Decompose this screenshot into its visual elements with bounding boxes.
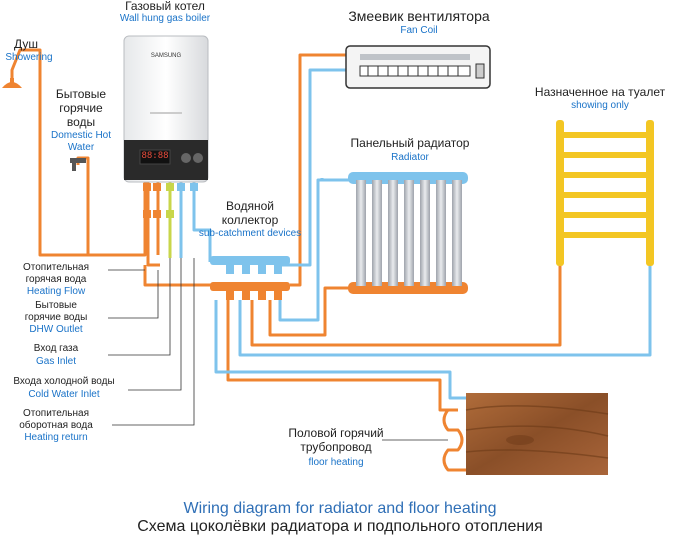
legend-dhw-ru-1: Бытовые	[35, 300, 77, 311]
legend-return-ru-2: оборотная вода	[19, 420, 93, 431]
boiler-knob-right[interactable]	[193, 153, 203, 163]
floor-title-en: floor heating	[308, 457, 364, 468]
radiator-return	[278, 178, 350, 322]
heating-flow-main	[143, 265, 215, 287]
pipe-network	[10, 48, 652, 472]
dhw-title-ru-2: горячие	[59, 101, 103, 115]
fancoil-supply	[290, 53, 350, 287]
floor-loops	[442, 408, 466, 472]
legend-dhw-en: DHW Outlet	[29, 324, 83, 335]
radiator-supply	[268, 286, 350, 337]
shower-title-en: Showering	[5, 52, 53, 63]
gas-boiler	[123, 35, 209, 183]
towel-title-ru: Назначенное на туалет	[534, 85, 666, 99]
legend-cold-ru-1: Входа холодной воды	[13, 376, 115, 387]
legend-cold-en: Cold Water Inlet	[28, 389, 100, 400]
boiler-title-en: Wall hung gas boiler	[119, 13, 211, 24]
legend-gas-en: Gas Inlet	[35, 356, 77, 367]
shower-title-ru: Душ	[13, 37, 39, 51]
manifold-title-ru-1: Водяной	[226, 199, 274, 213]
fan-coil-unit	[345, 45, 491, 89]
dhw-title-ru-3: воды	[66, 115, 96, 129]
legend-return-ru-1: Отопительная	[22, 408, 90, 419]
floor-return	[214, 300, 460, 400]
boiler-display-text: 88:88	[141, 151, 169, 161]
caption-ru: Схема цоколёвки радиатора и подпольного …	[137, 518, 543, 535]
boiler-knob-left[interactable]	[181, 153, 191, 163]
boiler-outlet-1	[146, 180, 160, 267]
shower-head	[2, 78, 22, 88]
dhw-title-ru-1: Бытовые	[55, 87, 107, 101]
boiler-title-ru: Газовый котел	[125, 0, 205, 13]
water-manifold	[210, 256, 290, 300]
towel-title-en: showing only	[571, 100, 629, 111]
manifold-title-en: sub-catchment devices	[198, 228, 302, 239]
legend-heating-flow-ru-1: Отопительная	[22, 262, 90, 273]
manifold-title-ru-2: коллектор	[221, 213, 279, 227]
towel-supply	[250, 265, 562, 347]
legend-gas-ru-1: Вход газа	[33, 343, 79, 354]
legend-heating-flow-en: Heating Flow	[26, 286, 86, 297]
dhw-title-en-1: Domestic Hot	[50, 130, 111, 141]
fancoil-return	[280, 68, 348, 267]
towel-return	[238, 265, 652, 357]
dhw-tap-pipe	[76, 156, 90, 255]
panel-radiator	[348, 172, 468, 294]
radiator-title-ru: Панельный радиатор	[350, 136, 470, 150]
dhw-tap-icon	[70, 158, 86, 171]
dhw-title-en-2: Water	[67, 142, 95, 153]
boiler-display	[139, 149, 171, 165]
towel-rail	[556, 120, 654, 266]
boiler-valves	[143, 183, 198, 218]
floor-supply	[226, 300, 458, 412]
floor-title-ru-1: Половой горячий	[288, 426, 384, 440]
legend-return-en: Heating return	[24, 432, 88, 443]
boiler-brand: SAMSUNG	[150, 53, 182, 59]
shower-hot-pipe	[10, 48, 147, 257]
fancoil-title-en: Fan Coil	[400, 25, 438, 36]
boiler-return	[192, 180, 212, 262]
legend-leaders	[108, 258, 448, 441]
caption-en: Wiring diagram for radiator and floor he…	[183, 500, 497, 517]
floor-title-ru-2: трубопровод	[300, 440, 372, 454]
radiator-title-en: Radiator	[391, 152, 429, 163]
legend-dhw-ru-2: горячие воды	[24, 312, 88, 323]
legend-heating-flow-ru-2: горячая вода	[25, 274, 87, 285]
floor-heating-panel	[465, 393, 609, 475]
fancoil-title-ru: Змеевик вентилятора	[348, 8, 490, 24]
